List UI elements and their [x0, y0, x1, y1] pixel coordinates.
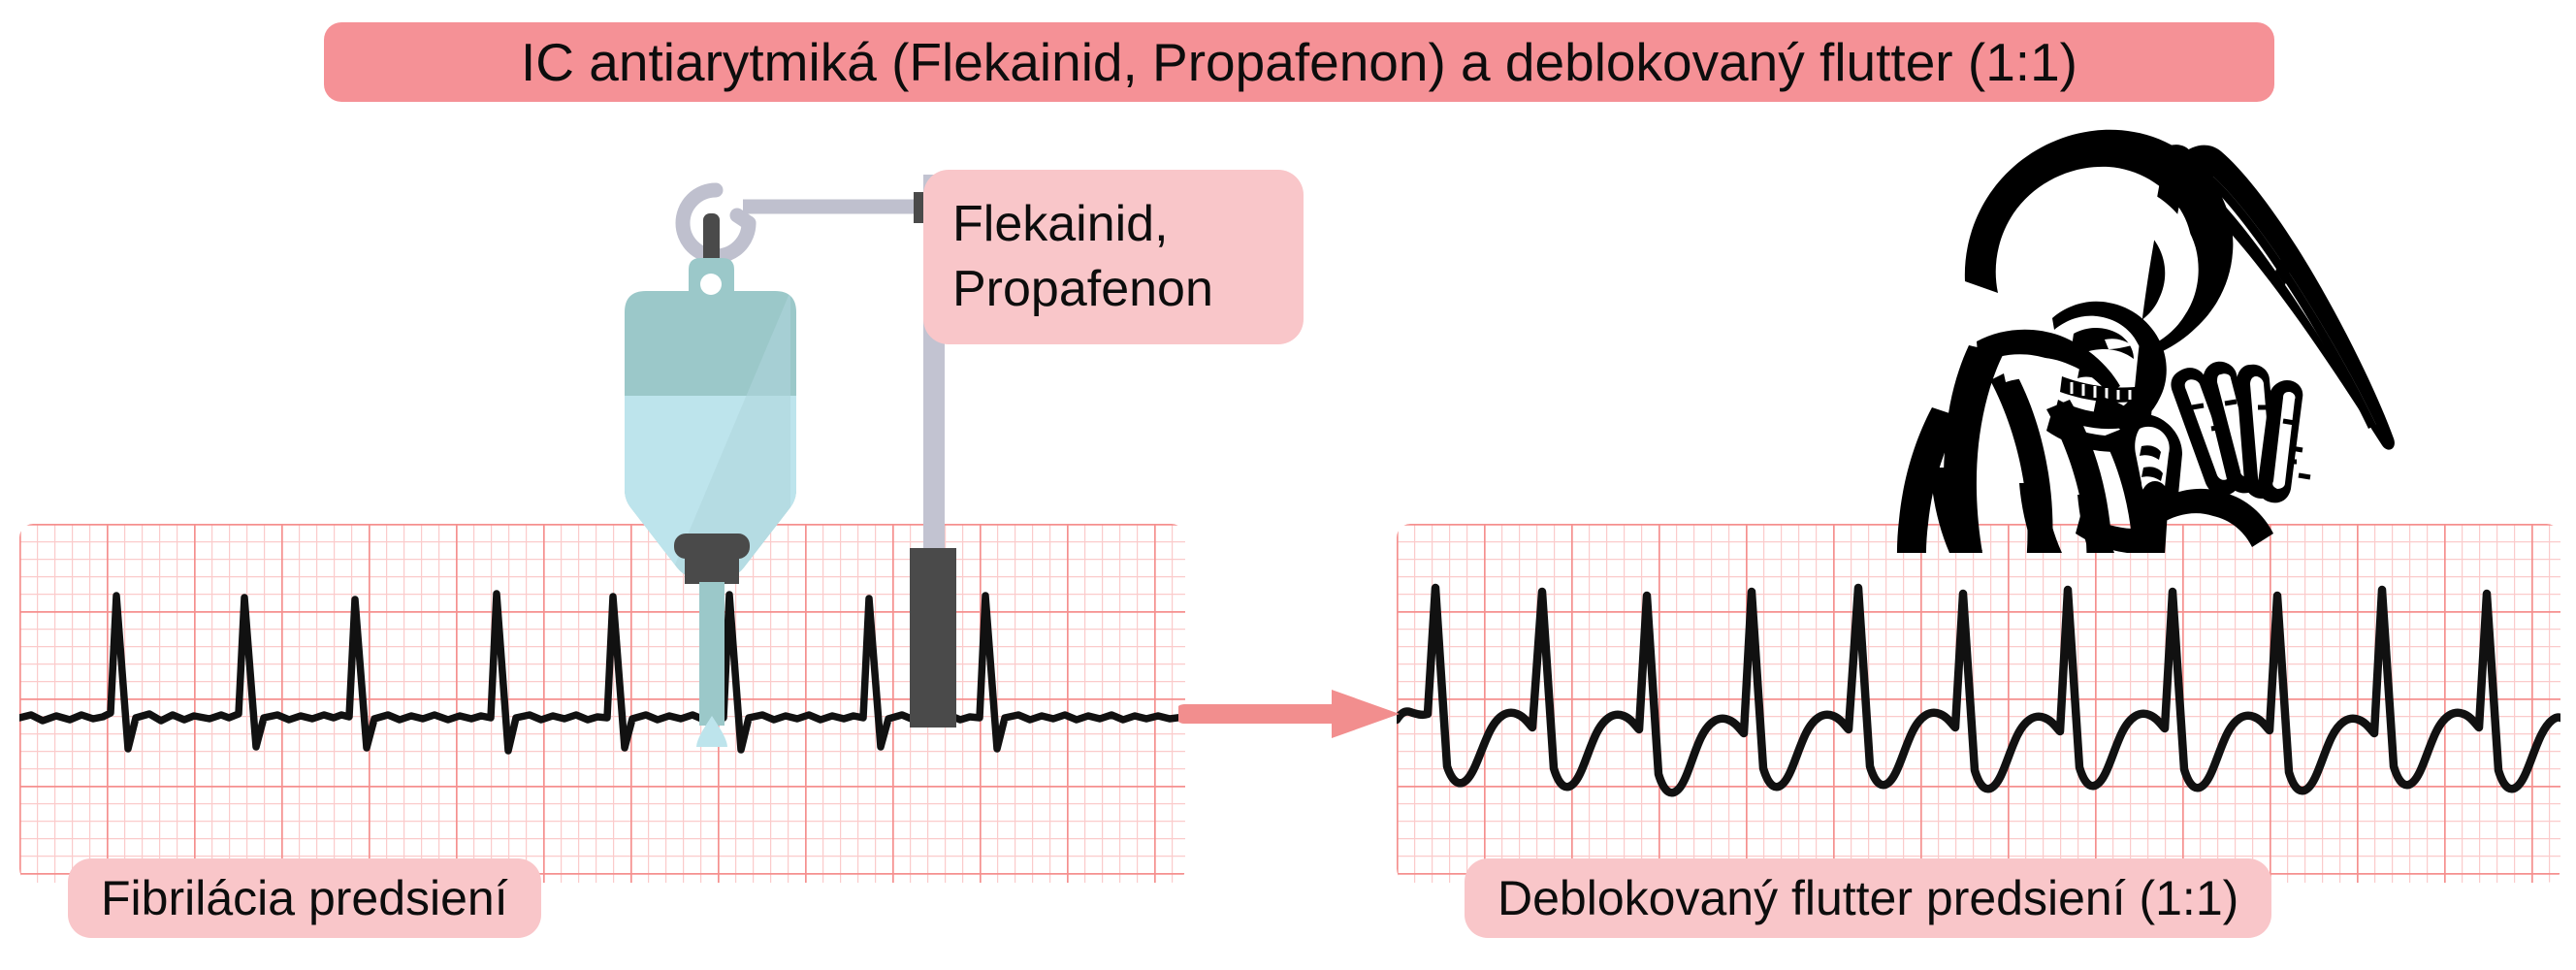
caption-fibrilacia-predsieni: Fibrilácia predsiení — [68, 858, 541, 938]
title-banner: IC antiarytmiká (Flekainid, Propafenon) … — [324, 22, 2274, 102]
reaper-artwork — [1896, 129, 2395, 638]
pump-body — [910, 548, 956, 728]
title-text: IC antiarytmiká (Flekainid, Propafenon) … — [521, 31, 2077, 92]
ecg-right-trace — [1397, 583, 2560, 797]
ecg-strip-atrial-fibrillation — [19, 524, 1185, 883]
ecg-right-svg — [1397, 524, 2560, 883]
caption-deblokovany-flutter: Deblokovaný flutter predsiení (1:1) — [1465, 858, 2272, 938]
ecg-left-svg — [19, 524, 1185, 883]
iv-hook-icon — [675, 182, 921, 264]
caption-right-text: Deblokovaný flutter predsiení (1:1) — [1497, 871, 2239, 925]
ecg-strip-flutter-1-1 — [1397, 524, 2560, 883]
reaper-skeletal-hand — [2171, 361, 2311, 503]
grim-reaper-icon — [1872, 126, 2473, 638]
arrow-right-icon — [1175, 684, 1406, 744]
drug-label-callout: Flekainid, Propafenon — [923, 170, 1304, 344]
grim-reaper-svg — [1896, 129, 2395, 638]
caption-left-text: Fibrilácia predsiení — [101, 871, 508, 925]
arrow-svg — [1175, 690, 1400, 738]
drug-label-line2: Propafenon — [952, 261, 1213, 317]
iv-tube — [699, 582, 724, 726]
iv-bag-body — [625, 258, 796, 577]
iv-bag-cap — [674, 534, 750, 559]
syringe-pump-icon — [873, 175, 999, 728]
iv-bag-cap-body — [685, 553, 739, 584]
ecg-left-trace — [19, 590, 1185, 755]
ecg-right-grid — [1397, 524, 2560, 883]
drug-label-line1: Flekainid, — [952, 196, 1169, 253]
pump-svg — [910, 175, 956, 728]
